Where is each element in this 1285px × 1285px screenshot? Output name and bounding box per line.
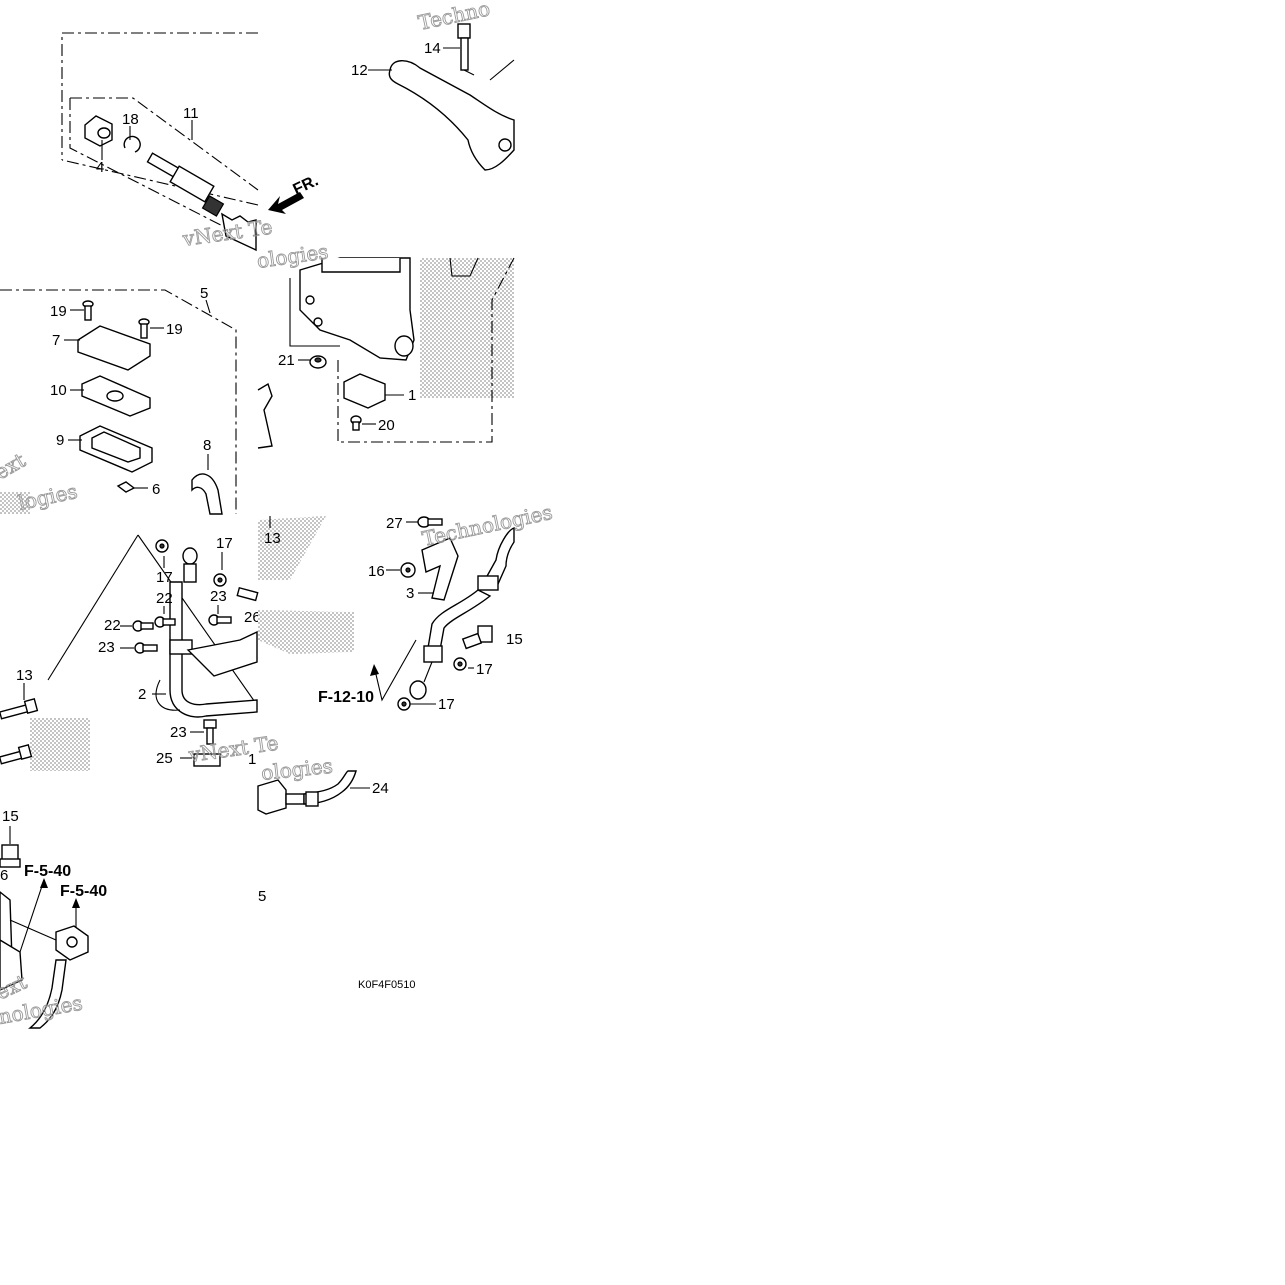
- svg-text:22: 22: [156, 590, 173, 607]
- part-23-bolt-3: [203, 719, 217, 745]
- part-3-hose-clamp: [421, 537, 459, 601]
- part-13-bolt-upper: [0, 698, 39, 720]
- part-21-nut: [309, 355, 327, 369]
- svg-text:17: 17: [216, 535, 233, 552]
- part-13-bolt-lower: [0, 744, 33, 765]
- svg-text:23: 23: [170, 724, 187, 741]
- part-15-banjo-bolt: [461, 625, 493, 650]
- svg-text:21: 21: [278, 352, 295, 369]
- part-22-bolt-2: [132, 620, 154, 632]
- svg-text:18: 18: [122, 111, 139, 128]
- svg-text:1: 1: [248, 751, 256, 768]
- svg-text:17: 17: [438, 696, 455, 713]
- part-25-clamp: [193, 753, 221, 767]
- svg-text:K0F4F0510: K0F4F0510: [358, 979, 415, 991]
- svg-text:1: 1: [408, 387, 416, 404]
- part-8-holder-clamp: [191, 473, 223, 515]
- svg-text:5: 5: [258, 888, 266, 905]
- part-19-screw-right: [138, 318, 150, 339]
- partial-bracket: [257, 382, 273, 449]
- part-1-stop-switch: [343, 373, 386, 409]
- svg-text:13: 13: [16, 667, 33, 684]
- svg-text:27: 27: [386, 515, 403, 532]
- part-15-nut: [0, 844, 21, 868]
- svg-text:Techno: Techno: [416, 0, 492, 35]
- svg-text:16: 16: [368, 563, 385, 580]
- svg-text:6: 6: [0, 867, 8, 884]
- part-23-bolt-2: [134, 642, 158, 654]
- svg-text:19: 19: [50, 303, 67, 320]
- svg-text:Technologies: Technologies: [420, 500, 554, 551]
- svg-text:6: 6: [152, 481, 160, 498]
- part-2-brake-hose: [155, 547, 258, 718]
- part-16-grommet: [400, 562, 416, 578]
- svg-text:ologies: ologies: [260, 754, 334, 785]
- svg-text:F-12-10: F-12-10: [318, 689, 374, 706]
- part-caliper-fitting: [0, 891, 89, 1029]
- svg-text:2: 2: [138, 686, 146, 703]
- part-20-screw: [350, 415, 362, 431]
- part-6-protector: [116, 481, 136, 493]
- svg-text:19: 19: [166, 321, 183, 338]
- part-2-hose-lower: [409, 527, 515, 700]
- svg-text:13: 13: [264, 530, 281, 547]
- svg-text:26: 26: [244, 609, 261, 626]
- part-22-bolt: [154, 616, 176, 628]
- tile-reservoir-parts: 5 19 19 7 10 9 6 8: [0, 285, 237, 515]
- svg-text:17: 17: [476, 661, 493, 678]
- svg-text:23: 23: [210, 588, 227, 605]
- part-24-brake-hose: [257, 770, 357, 815]
- reference-labels: 1: [248, 751, 256, 768]
- part-14-pivot-bolt: [457, 23, 475, 76]
- tile-master-cylinder-internals: FR. 4 18 11 vNext Te: [61, 32, 321, 252]
- svg-text:ext: ext: [0, 448, 29, 484]
- tile-hose-24: 24 5 K0F4F0510 ologies: [257, 753, 415, 991]
- part-23-bolt: [208, 614, 232, 626]
- svg-text:14: 14: [424, 40, 441, 57]
- svg-text:vNext Te: vNext Te: [180, 215, 273, 251]
- svg-text:4: 4: [96, 159, 104, 176]
- part-19-screw-left: [82, 300, 94, 321]
- svg-text:23: 23: [98, 639, 115, 656]
- tile-lower-fittings: 15 6 F-5-40 F-5-40 ext nologies: [0, 808, 107, 1029]
- svg-text:5: 5: [200, 285, 208, 302]
- svg-text:3: 3: [406, 585, 414, 602]
- svg-text:20: 20: [378, 417, 395, 434]
- svg-text:8: 8: [203, 437, 211, 454]
- svg-text:24: 24: [372, 780, 389, 797]
- svg-text:15: 15: [2, 808, 19, 825]
- part-18-circlip: [123, 135, 141, 153]
- svg-text:FR.: FR.: [291, 172, 322, 198]
- svg-text:15: 15: [506, 631, 523, 648]
- front-direction-arrow: FR.: [268, 172, 321, 214]
- svg-text:10: 10: [50, 382, 67, 399]
- tile-brake-hose-bolts: 13 17 17 2: [0, 534, 280, 771]
- tile-lower-hose: 13 27 16 3 15: [258, 499, 555, 713]
- svg-text:17: 17: [156, 569, 173, 586]
- tile-master-cylinder-body: 21 1 20 ologies: [255, 239, 515, 449]
- svg-text:F-5-40: F-5-40: [60, 883, 107, 900]
- part-12-brake-lever: [388, 59, 515, 171]
- svg-text:7: 7: [52, 332, 60, 349]
- part-7-reservoir-cap: [77, 325, 151, 371]
- part-11-piston: [146, 152, 257, 252]
- svg-text:logies: logies: [16, 479, 79, 515]
- svg-text:25: 25: [156, 750, 173, 767]
- svg-text:F-5-40: F-5-40: [24, 863, 71, 880]
- part-26-stud: [236, 586, 259, 602]
- svg-text:22: 22: [104, 617, 121, 634]
- svg-text:11: 11: [183, 105, 199, 122]
- svg-text:9: 9: [56, 432, 64, 449]
- tile-brake-lever: 12 14 Techno: [351, 0, 515, 171]
- svg-text:12: 12: [351, 62, 368, 79]
